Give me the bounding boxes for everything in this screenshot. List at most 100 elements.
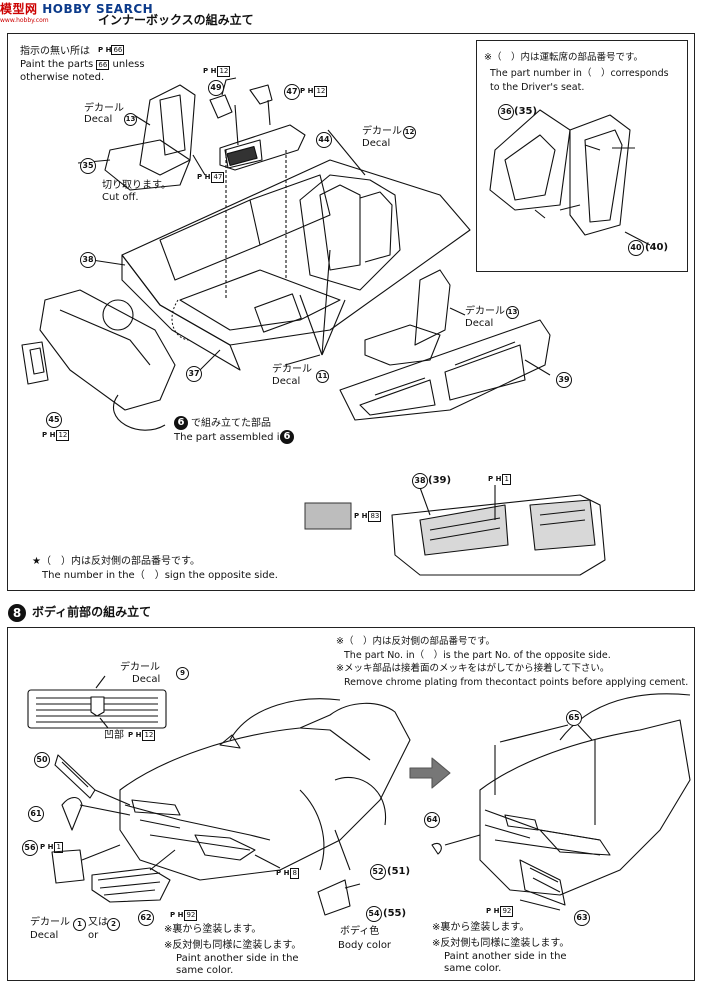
body-color-en: Body color (338, 940, 392, 951)
decal-or-en: Decal (30, 930, 59, 941)
ph12-grille-box: 12 (142, 730, 156, 741)
ph-label: P H (354, 512, 368, 520)
opposite-note-jp: ★（ ）内は反対側の部品番号です。 (32, 556, 200, 567)
note-en1-ref: 66 (96, 60, 110, 70)
decal-13-label-jp: デカール (84, 103, 124, 114)
decal-13b-label-en: Decal (465, 318, 494, 329)
paint-ref-box: 66 (111, 45, 125, 55)
driver-note-en1: The part number in（ ）corresponds (490, 68, 669, 79)
step8-badge: 8 (8, 604, 26, 622)
ph1-56-box: 1 (54, 842, 63, 853)
part-44: 44 (316, 132, 332, 148)
cut-off-jp: 切り取ります。 (102, 180, 171, 191)
part-40b: (40) (645, 242, 669, 253)
watermark-brand-right: HOBBY SEARCH (42, 2, 154, 16)
decal-13b-label-jp: デカール (465, 306, 505, 317)
assembled-jp: で組み立てた部品 (191, 418, 271, 429)
decal-13b-number: 13 (506, 306, 519, 319)
ph8-box: 8 (290, 868, 299, 879)
part-39: 39 (556, 372, 572, 388)
opposite-note-en: The number in the（ ）sign the opposite si… (42, 570, 278, 581)
part-56: 56 (22, 840, 38, 856)
ph-label: P H (40, 843, 54, 851)
part-54: 54 (366, 906, 382, 922)
back-paint-jp: ※裏から塗装します。 (164, 924, 262, 935)
step7-panel (7, 33, 695, 591)
decal-or-jp-text: デカール (30, 917, 70, 928)
decal-12-label-en: Decal (362, 138, 391, 149)
driver-note-jp: ※（ ）内は運転席の部品番号です。 (484, 52, 644, 63)
decal-13-number: 13 (124, 113, 137, 126)
ph47-box: 47 (211, 172, 225, 183)
recess-jp: 凹部 (104, 730, 124, 741)
watermark-logo: 模型网 HOBBY SEARCH www.hobby.com (0, 0, 153, 24)
decal-11-label-jp: デカール (272, 364, 312, 375)
step7-title: インナーボックスの組み立て (98, 13, 254, 27)
part-61: 61 (28, 806, 44, 822)
part-35: 35 (80, 158, 96, 174)
decal-or-2: 2 (107, 918, 120, 931)
part-62: 62 (138, 910, 154, 926)
ph-label: P H (488, 475, 502, 483)
part-55: (55) (383, 908, 407, 919)
grille-decal-en: Decal (132, 674, 161, 685)
part-51: (51) (387, 866, 411, 877)
grille-decal-no: 9 (176, 667, 189, 680)
part-47: 47 (284, 84, 300, 100)
part-52: 52 (370, 864, 386, 880)
ph-label: P H (42, 431, 56, 439)
decal-11-number: 11 (316, 370, 329, 383)
grille-decal-jp: デカール (120, 662, 160, 673)
decal-12-number: 12 (403, 126, 416, 139)
same-color-jp-right: ※反対側も同様に塗装します。 (432, 938, 570, 949)
watermark-url: www.hobby.com (0, 17, 49, 24)
decal-or-jp: デカール (30, 917, 70, 929)
step7-unpainted-note-jp: 指示の無い所は (20, 46, 90, 57)
ph-label: P H (486, 907, 500, 915)
decal-11-label-en: Decal (272, 376, 301, 387)
body-color-jp: ボディ色 (340, 926, 380, 937)
ph-label: P H (300, 87, 314, 95)
part-37: 37 (186, 366, 202, 382)
step8-note2-en: Remove chrome plating from thecontact po… (344, 677, 689, 688)
step6-badge: 6 (174, 416, 188, 430)
ph12-box: 12 (217, 66, 231, 77)
ph-label: P H (98, 46, 112, 54)
part-40: 40 (628, 240, 644, 256)
ph-label: P H (128, 731, 142, 739)
assembled-en: The part assembled in (174, 432, 286, 443)
part-65: 65 (566, 710, 582, 726)
watermark-brand-left: 模型网 (0, 2, 38, 16)
same-color-en2: same color. (176, 965, 234, 976)
decal-13-label-en: Decal (84, 114, 113, 125)
step8-panel (7, 627, 695, 981)
part-36: 36 (498, 104, 514, 120)
ph-label: P H (276, 869, 290, 877)
ph12-box-45: 12 (56, 430, 70, 441)
note-en1-tail: unless (112, 59, 145, 70)
step8-note1-en: The part No. in（ ）is the part No. of the… (344, 650, 611, 661)
ph92-box: 92 (184, 910, 198, 921)
decal-or-mid-jp: 又は (88, 917, 108, 928)
driver-note-en2: to the Driver's seat. (490, 82, 585, 93)
step6-badge-inline: 6 (280, 430, 294, 444)
ph83-box: 83 (368, 511, 382, 522)
back-paint-jp-right: ※裏から塗装します。 (432, 922, 530, 933)
part-64: 64 (424, 812, 440, 828)
ph-label: P H (197, 173, 211, 181)
part-45: 45 (46, 412, 62, 428)
decal-12-label-jp: デカール (362, 126, 402, 137)
decal-or-mid-en: or (88, 930, 99, 941)
decal-or-1: 1 (73, 918, 86, 931)
